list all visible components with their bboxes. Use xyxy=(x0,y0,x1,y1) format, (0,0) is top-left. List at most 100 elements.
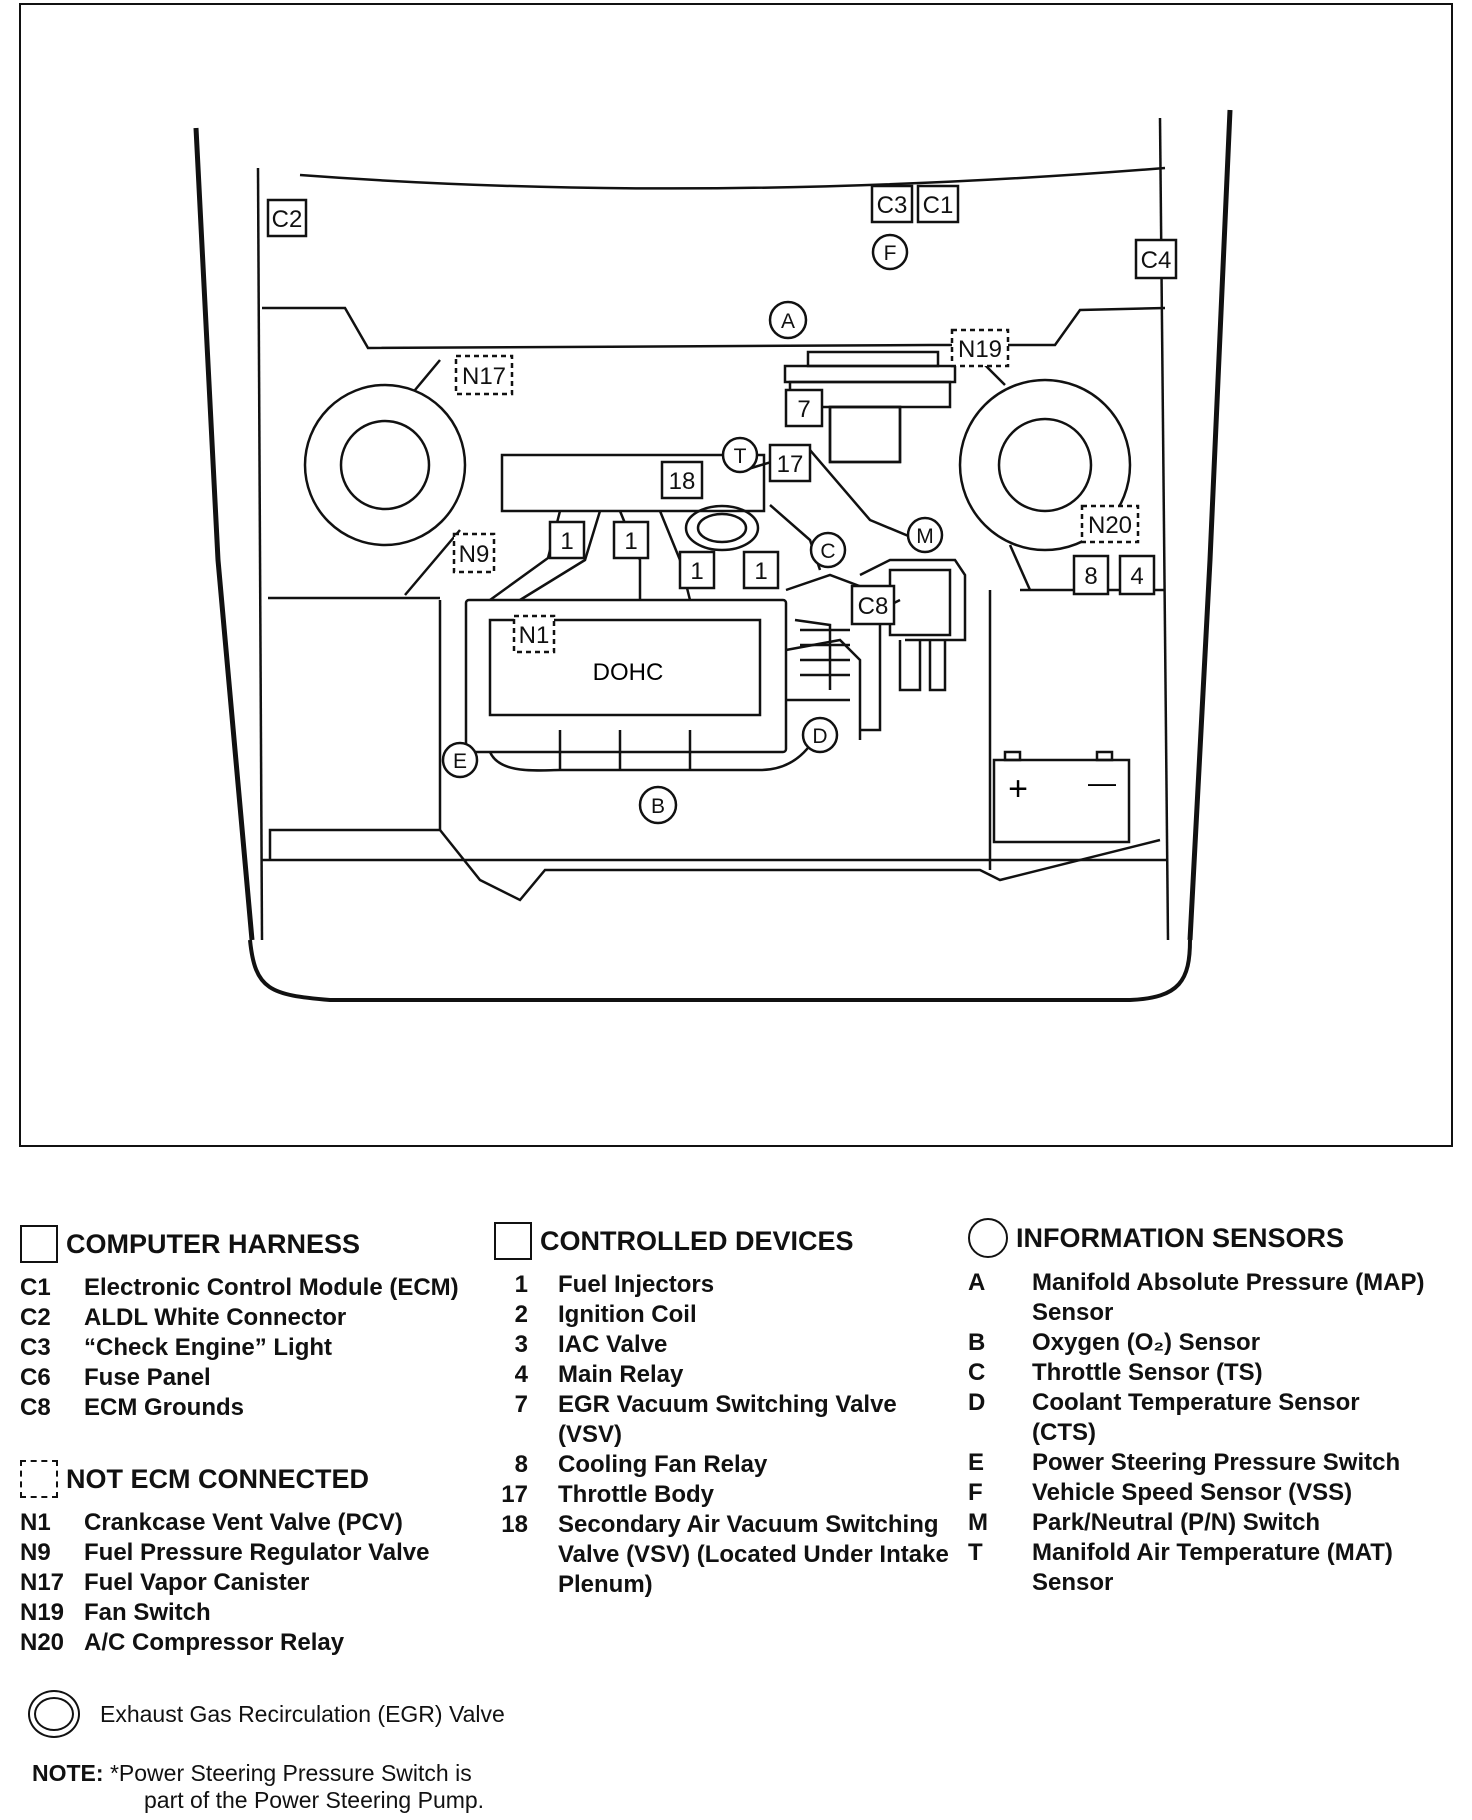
callout-device-17: 17 xyxy=(768,443,812,483)
svg-text:C2: C2 xyxy=(272,206,303,233)
callout-device-7: 7 xyxy=(784,388,824,428)
engine-label: DOHC xyxy=(593,659,664,686)
cowl-line xyxy=(299,166,1166,190)
callout-sensor-e: E xyxy=(441,741,479,779)
double-circle-symbol xyxy=(28,1690,80,1738)
svg-text:1: 1 xyxy=(754,558,767,585)
dashed-square-symbol xyxy=(20,1460,58,1498)
svg-text:17: 17 xyxy=(777,451,804,478)
svg-text:E: E xyxy=(453,750,467,773)
svg-text:C3: C3 xyxy=(877,192,908,219)
callout-n17: N17 xyxy=(454,354,514,396)
svg-text:18: 18 xyxy=(669,468,696,495)
callout-c1: C1 xyxy=(916,184,960,224)
diagram-frame xyxy=(19,3,1453,1147)
callout-sensor-m: M xyxy=(906,516,944,554)
callout-injector-2: 1 xyxy=(612,520,650,560)
legend-title: CONTROLLED DEVICES xyxy=(540,1226,854,1256)
svg-text:C1: C1 xyxy=(923,192,954,219)
circle-symbol xyxy=(968,1218,1008,1258)
right-strut-tower xyxy=(958,378,1132,552)
svg-text:8: 8 xyxy=(1084,563,1097,590)
right-fender xyxy=(1187,109,1233,941)
svg-text:1: 1 xyxy=(624,528,637,555)
footnote: NOTE: *Power Steering Pressure Switch is… xyxy=(32,1760,484,1814)
callout-c4: C4 xyxy=(1134,238,1178,280)
front-bumper xyxy=(248,939,1192,1002)
svg-text:N20: N20 xyxy=(1088,512,1132,539)
svg-text:D: D xyxy=(812,725,827,748)
svg-text:F: F xyxy=(884,242,897,265)
callout-sensor-a: A xyxy=(768,300,808,340)
callout-c3: C3 xyxy=(870,184,914,224)
note-line-2: part of the Power Steering Pump. xyxy=(144,1787,485,1813)
callout-sensor-t: T xyxy=(721,436,759,474)
note-label: NOTE: xyxy=(32,1760,104,1786)
legend-title: INFORMATION SENSORS xyxy=(1016,1223,1345,1253)
callout-n19: N19 xyxy=(950,328,1010,368)
svg-text:T: T xyxy=(734,445,747,468)
svg-text:C: C xyxy=(820,540,835,563)
callout-c2: C2 xyxy=(266,198,308,238)
square-symbol xyxy=(494,1222,532,1260)
svg-text:M: M xyxy=(916,525,934,548)
svg-text:7: 7 xyxy=(797,396,810,423)
svg-text:N19: N19 xyxy=(958,336,1002,363)
svg-text:B: B xyxy=(651,795,665,818)
svg-text:N1: N1 xyxy=(519,622,550,649)
legend-egr-valve: Exhaust Gas Recirculation (EGR) Valve xyxy=(28,1690,505,1738)
callout-injector-4: 1 xyxy=(742,550,780,590)
legend-row: C3“Check Engine” Light xyxy=(20,1334,333,1361)
callout-n9: N9 xyxy=(452,532,496,574)
battery xyxy=(992,758,1131,844)
square-symbol xyxy=(20,1225,58,1263)
svg-text:N9: N9 xyxy=(459,541,490,568)
left-fender xyxy=(193,127,255,941)
callout-device-18: 18 xyxy=(660,460,704,500)
svg-text:4: 4 xyxy=(1130,563,1143,590)
svg-text:1: 1 xyxy=(560,528,573,555)
callout-sensor-f: F xyxy=(871,233,909,271)
callout-n1: N1 xyxy=(512,614,556,654)
engine-compartment-diagram: DOHC + — C2 C3 C1 C4 C8 7 17 18 1 1 1 1 … xyxy=(19,3,1453,1147)
callout-c8: C8 xyxy=(850,584,896,626)
egr-label: Exhaust Gas Recirculation (EGR) Valve xyxy=(100,1700,505,1727)
svg-text:C4: C4 xyxy=(1141,247,1172,274)
callout-sensor-c: C xyxy=(809,531,847,569)
callout-sensor-d: D xyxy=(801,716,839,754)
callout-n20: N20 xyxy=(1080,504,1140,544)
legend-title: COMPUTER HARNESS xyxy=(66,1229,361,1259)
callout-injector-1: 1 xyxy=(548,520,586,560)
svg-text:N17: N17 xyxy=(462,363,506,390)
intake-plenum xyxy=(500,453,766,513)
battery-positive: + xyxy=(1008,770,1028,808)
engine-block xyxy=(464,598,788,754)
